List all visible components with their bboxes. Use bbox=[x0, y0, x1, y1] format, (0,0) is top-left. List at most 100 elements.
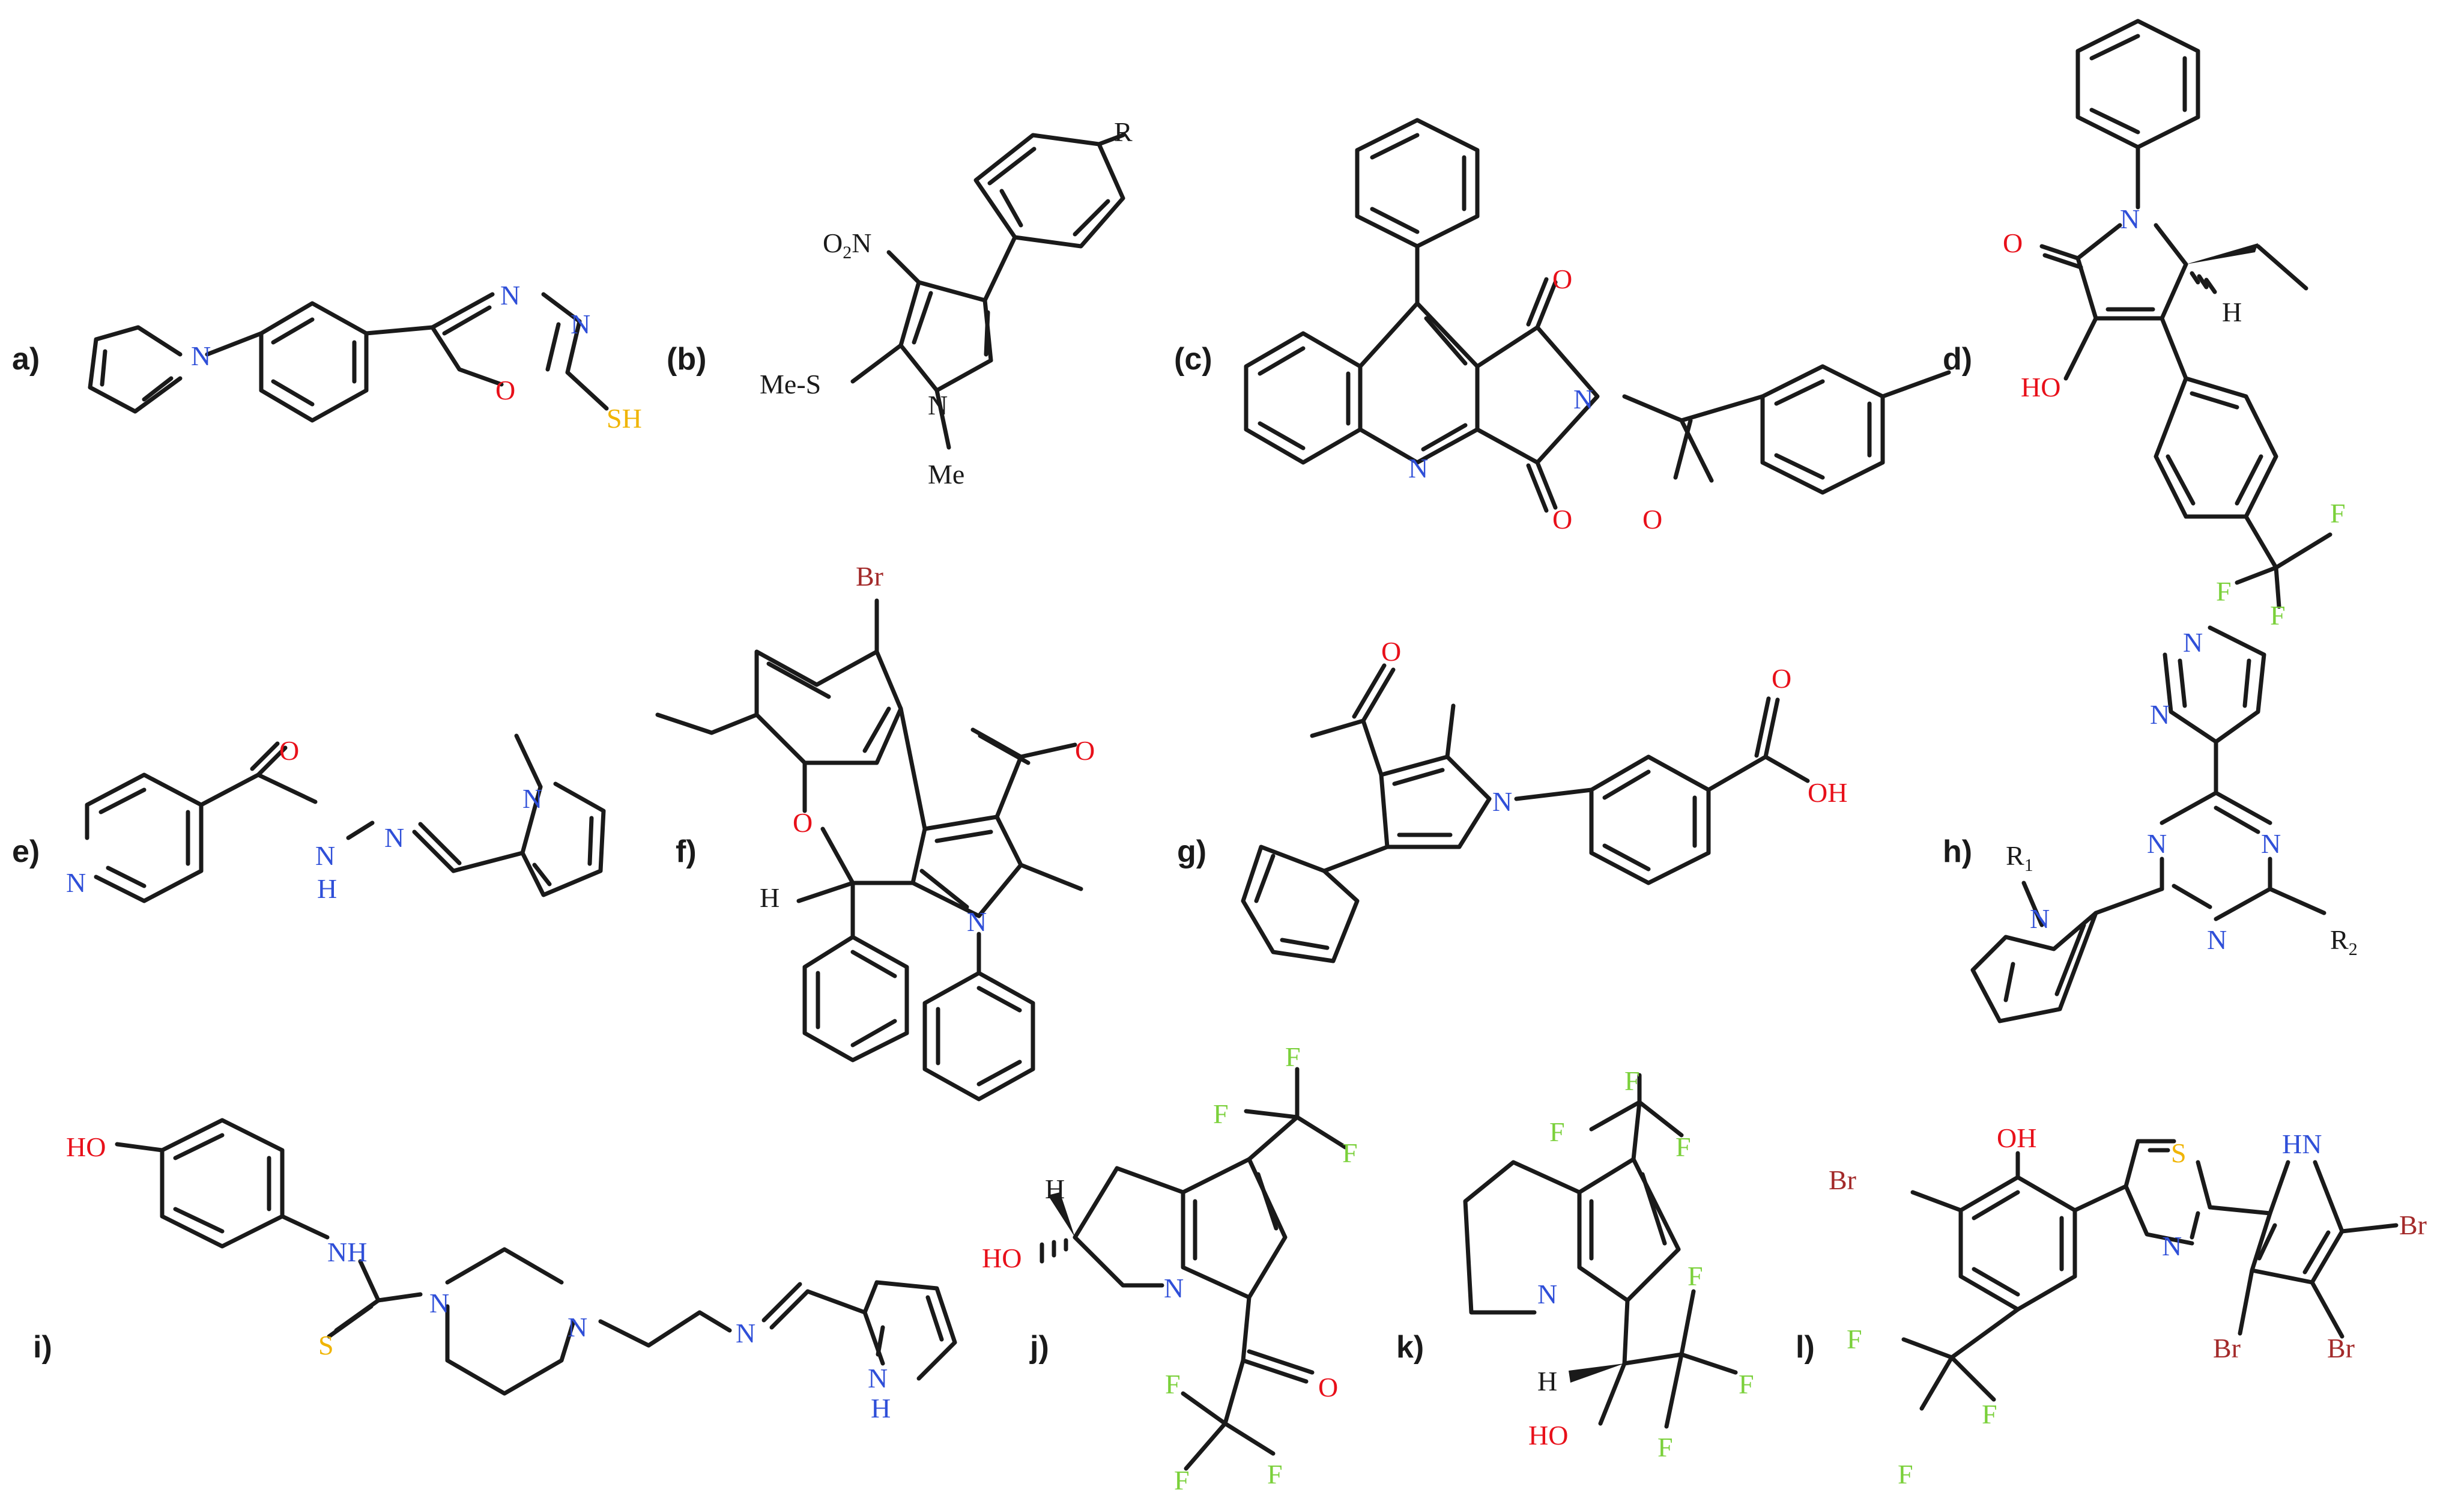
atom-Br-l2: Br bbox=[2399, 1210, 2427, 1240]
atom-F-d2: F bbox=[2216, 576, 2232, 607]
atom-F-l2: F bbox=[1982, 1399, 1997, 1430]
label-k: k) bbox=[1396, 1330, 1424, 1365]
atom-F-l1: F bbox=[1847, 1324, 1862, 1354]
atom-O-c2: O bbox=[1552, 504, 1572, 535]
label-h: h) bbox=[1943, 834, 1972, 869]
label-f: f) bbox=[676, 834, 697, 869]
atom-N-e1: N bbox=[66, 867, 86, 898]
atom-O2N-b: O2N bbox=[823, 228, 871, 262]
atom-N-l1: N bbox=[2162, 1231, 2182, 1261]
atom-F-k4: F bbox=[1688, 1261, 1703, 1291]
atom-HO-d: HO bbox=[2021, 372, 2060, 402]
atom-N-i2: N bbox=[568, 1312, 587, 1342]
label-e: e) bbox=[12, 834, 40, 869]
atom-F-d1: F bbox=[2330, 498, 2346, 529]
atom-O-g2: O bbox=[1772, 663, 1791, 694]
atom-N-e3: N bbox=[384, 822, 404, 853]
atom-F-j5: F bbox=[1174, 1465, 1190, 1496]
atom-O-f1: O bbox=[1075, 735, 1095, 766]
atom-HO-j: HO bbox=[982, 1243, 1022, 1273]
atom-N-e2: N bbox=[315, 840, 335, 871]
atom-Br-l3: Br bbox=[2213, 1333, 2241, 1363]
atom-F-j4: F bbox=[1165, 1369, 1181, 1399]
label-j: j) bbox=[1029, 1330, 1049, 1365]
atom-Br-f: Br bbox=[856, 561, 883, 592]
atom-F-j2: F bbox=[1213, 1099, 1229, 1129]
atom-N-a1: N bbox=[191, 341, 211, 371]
atom-O-d: O bbox=[2003, 228, 2023, 258]
atom-HO-k: HO bbox=[1528, 1420, 1568, 1451]
structure-j: j) F F F H HO N O F F F bbox=[982, 1042, 1358, 1496]
atom-F-j3: F bbox=[1342, 1138, 1358, 1168]
atom-R1-h: R1 bbox=[2006, 840, 2033, 875]
atom-N-i4: N bbox=[868, 1363, 888, 1393]
atom-NH-i: NH bbox=[327, 1237, 367, 1267]
atom-H-j: H bbox=[1045, 1174, 1065, 1204]
atom-N-g: N bbox=[1492, 786, 1512, 817]
atom-S-i: S bbox=[318, 1330, 334, 1360]
atom-N-h3: N bbox=[2261, 828, 2281, 859]
atom-F-k5: F bbox=[1739, 1369, 1754, 1399]
atom-Br-l1: Br bbox=[1829, 1165, 1856, 1195]
atom-H-e: H bbox=[317, 873, 337, 904]
structure-a: a) N N N O SH bbox=[12, 280, 642, 434]
structure-c: (c) O N N O O bbox=[1174, 118, 1951, 535]
structure-i: i) HO NH S N N N N H bbox=[33, 1118, 957, 1424]
atom-F-j1: F bbox=[1285, 1042, 1301, 1072]
atom-S-l: S bbox=[2171, 1138, 2187, 1168]
atom-H-f: H bbox=[760, 882, 779, 913]
atom-H-d: H bbox=[2222, 297, 2242, 327]
atom-N-h2: N bbox=[2150, 699, 2170, 730]
atom-N-i1: N bbox=[429, 1288, 449, 1318]
structure-h: h) N N N N N N R1 R2 bbox=[1943, 625, 2358, 1023]
atom-HO-i: HO bbox=[66, 1132, 106, 1162]
atom-N-i3: N bbox=[736, 1318, 755, 1348]
atom-SH-a: SH bbox=[607, 403, 642, 434]
atom-N-h1: N bbox=[2183, 627, 2203, 658]
atom-O-g1: O bbox=[1381, 636, 1401, 667]
atom-F-k3: F bbox=[1675, 1132, 1691, 1162]
atom-MeS-b: Me-S bbox=[760, 369, 821, 399]
atom-O-e: O bbox=[279, 735, 299, 766]
structure-l: l) Br OH S N HN Br Br Br F F F bbox=[1796, 1123, 2427, 1490]
atom-F-k1: F bbox=[1624, 1066, 1640, 1096]
structure-f: f) Br O O H N bbox=[655, 561, 1095, 1102]
atom-N-h5: N bbox=[2207, 924, 2227, 955]
atom-O-c1: O bbox=[1552, 264, 1572, 294]
atom-N-f: N bbox=[967, 906, 987, 937]
label-g: g) bbox=[1177, 834, 1206, 869]
atom-OH-g: OH bbox=[1808, 777, 1847, 808]
atom-O-f2: O bbox=[793, 807, 813, 838]
label-d: d) bbox=[1943, 342, 1972, 377]
atom-N-h4: N bbox=[2147, 828, 2167, 859]
atom-F-k6: F bbox=[1657, 1432, 1673, 1463]
atom-O-a: O bbox=[495, 375, 515, 405]
atom-N-j: N bbox=[1164, 1273, 1184, 1303]
atom-N-c1: N bbox=[1573, 384, 1593, 414]
label-b: (b) bbox=[667, 342, 706, 377]
atom-N-e4: N bbox=[522, 783, 542, 814]
atom-N-c2: N bbox=[1408, 453, 1428, 484]
label-l: l) bbox=[1796, 1330, 1815, 1365]
atom-R2-h: R2 bbox=[2330, 924, 2358, 959]
atom-Me-b: Me bbox=[928, 459, 964, 490]
atom-O-c3: O bbox=[1642, 504, 1662, 535]
label-c: (c) bbox=[1174, 342, 1212, 377]
label-a: a) bbox=[12, 342, 40, 377]
atom-H-k: H bbox=[1537, 1366, 1557, 1396]
structure-k: k) F F F N H HO F F F bbox=[1396, 1066, 1754, 1463]
structure-g: g) O N O OH bbox=[1177, 636, 1847, 963]
atom-Br-l4: Br bbox=[2327, 1333, 2355, 1363]
atom-HN-l: HN bbox=[2282, 1129, 2322, 1159]
atom-H-i: H bbox=[871, 1393, 891, 1424]
structure-e: e) N O N H N N bbox=[12, 733, 606, 904]
atom-OH-l: OH bbox=[1997, 1123, 2036, 1153]
atom-F-l3: F bbox=[1898, 1459, 1913, 1490]
atom-N-d: N bbox=[2120, 204, 2140, 234]
atom-N-a3: N bbox=[571, 309, 590, 339]
structure-d: d) O N H HO F F F bbox=[1943, 19, 2346, 631]
atom-R-b: R bbox=[1114, 117, 1133, 147]
atom-O-j: O bbox=[1318, 1372, 1338, 1402]
structure-b: (b) R O2N Me-S N Me bbox=[667, 117, 1133, 490]
